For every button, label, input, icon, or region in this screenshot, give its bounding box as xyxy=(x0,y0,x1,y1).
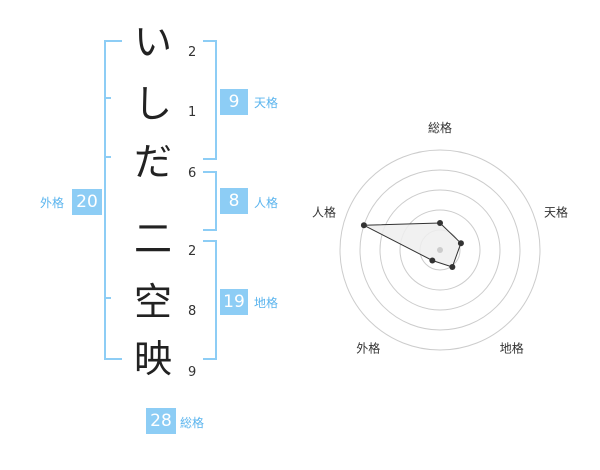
radar-grid-ring-4 xyxy=(359,169,521,331)
radar-axis-label-2: 天格 xyxy=(544,204,568,219)
gaikaku-bracket-tick-3 xyxy=(104,297,111,299)
radar-point-2 xyxy=(457,240,464,247)
name-char-surname-2: し xyxy=(133,82,172,126)
tenkaku-value-badge: 9 xyxy=(220,89,248,115)
name-char-given-3: 映 xyxy=(133,337,172,381)
stroke-count-surname-1: 2 xyxy=(188,45,197,60)
radar-point-4 xyxy=(429,257,436,264)
gaikaku-bracket xyxy=(104,40,122,360)
gaikaku-label: 外格 xyxy=(40,196,65,210)
tenkaku-bracket xyxy=(203,40,217,160)
radar-axis-label-4: 外格 xyxy=(356,341,380,356)
radar-axis-label-5: 人格 xyxy=(312,204,336,219)
radar-center-dot xyxy=(437,247,443,253)
soukaku-label: 総格 xyxy=(180,416,205,430)
chikaku-bracket xyxy=(203,240,217,360)
stroke-count-surname-2: 1 xyxy=(188,105,197,120)
gaikaku-bracket-tick-2 xyxy=(104,156,111,158)
stroke-count-given-1: 2 xyxy=(188,244,197,259)
radar-point-3 xyxy=(449,263,456,270)
gaikaku-value-badge: 20 xyxy=(72,189,102,215)
radar-point-5 xyxy=(360,222,367,229)
radar-axis-label-1: 総格 xyxy=(428,120,452,135)
radar-axis-label-3: 地格 xyxy=(500,341,524,356)
tenkaku-label: 天格 xyxy=(254,96,279,110)
name-char-surname-1: い xyxy=(133,20,172,64)
jinkaku-value-badge: 8 xyxy=(220,188,248,214)
radar-grid-ring-3 xyxy=(379,189,501,311)
name-char-given-1: 二 xyxy=(133,217,172,261)
chikaku-value-badge: 19 xyxy=(220,289,248,315)
jinkaku-bracket xyxy=(203,171,217,231)
gaikaku-bracket-tick-1 xyxy=(104,97,111,99)
radar-point-1 xyxy=(437,220,443,226)
name-char-surname-3: だ xyxy=(133,140,172,184)
radar-series-area xyxy=(363,222,462,268)
stroke-count-given-2: 8 xyxy=(188,304,197,319)
stroke-count-given-3: 9 xyxy=(188,365,197,380)
jinkaku-label: 人格 xyxy=(254,196,279,210)
radar-grid-ring-5 xyxy=(339,149,541,351)
stroke-count-surname-3: 6 xyxy=(188,166,197,181)
soukaku-value-badge: 28 xyxy=(146,408,176,434)
radar-grid-ring-2 xyxy=(399,209,481,291)
name-char-given-2: 空 xyxy=(133,280,172,324)
chikaku-label: 地格 xyxy=(254,296,279,310)
